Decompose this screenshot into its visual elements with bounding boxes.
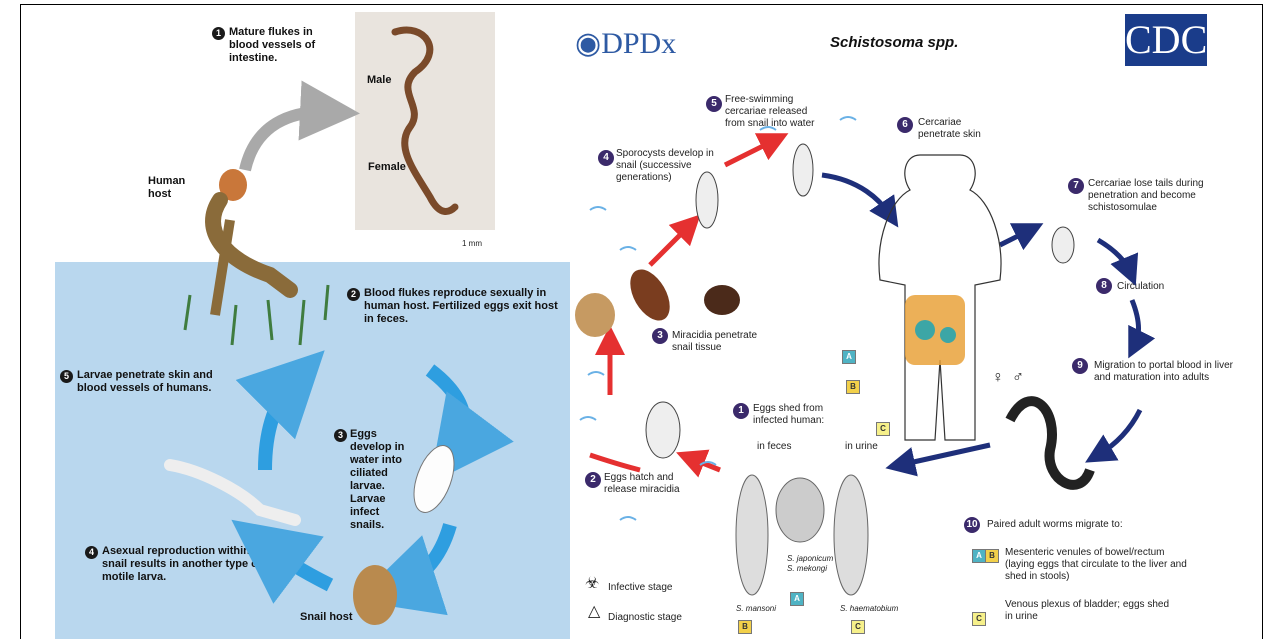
left-snail <box>353 565 397 625</box>
miracidium <box>646 402 680 458</box>
schistosomulum <box>1052 227 1074 263</box>
left-egg <box>406 440 462 517</box>
navy-arrow-5 <box>1098 410 1140 455</box>
navy-arrow-4 <box>1132 300 1138 345</box>
navy-arrow-3 <box>1098 240 1130 272</box>
red-arrow-cercariae <box>725 140 775 165</box>
left-larva <box>170 465 295 520</box>
navy-arrow-6 <box>900 445 990 465</box>
navy-arrow-1 <box>822 175 890 215</box>
egg-mansoni <box>736 475 768 595</box>
snail-2 <box>622 263 678 327</box>
red-arrow-bottom <box>590 455 640 470</box>
blue-arrow-1 <box>430 370 464 450</box>
egg-japonicum <box>776 478 824 542</box>
snail-1 <box>575 293 615 337</box>
cercaria <box>793 144 813 196</box>
blue-arrow-3 <box>265 545 330 585</box>
gray-arrow <box>245 112 330 170</box>
blue-arrow-4 <box>265 380 295 470</box>
egg-haematobium <box>834 475 868 595</box>
navy-arrow-2 <box>1000 230 1030 245</box>
sporocyst <box>696 172 718 228</box>
adult-worms <box>1010 401 1090 485</box>
red-arrow-snail <box>650 225 690 265</box>
blue-arrow-2 <box>395 525 450 588</box>
snail-3 <box>704 285 740 315</box>
